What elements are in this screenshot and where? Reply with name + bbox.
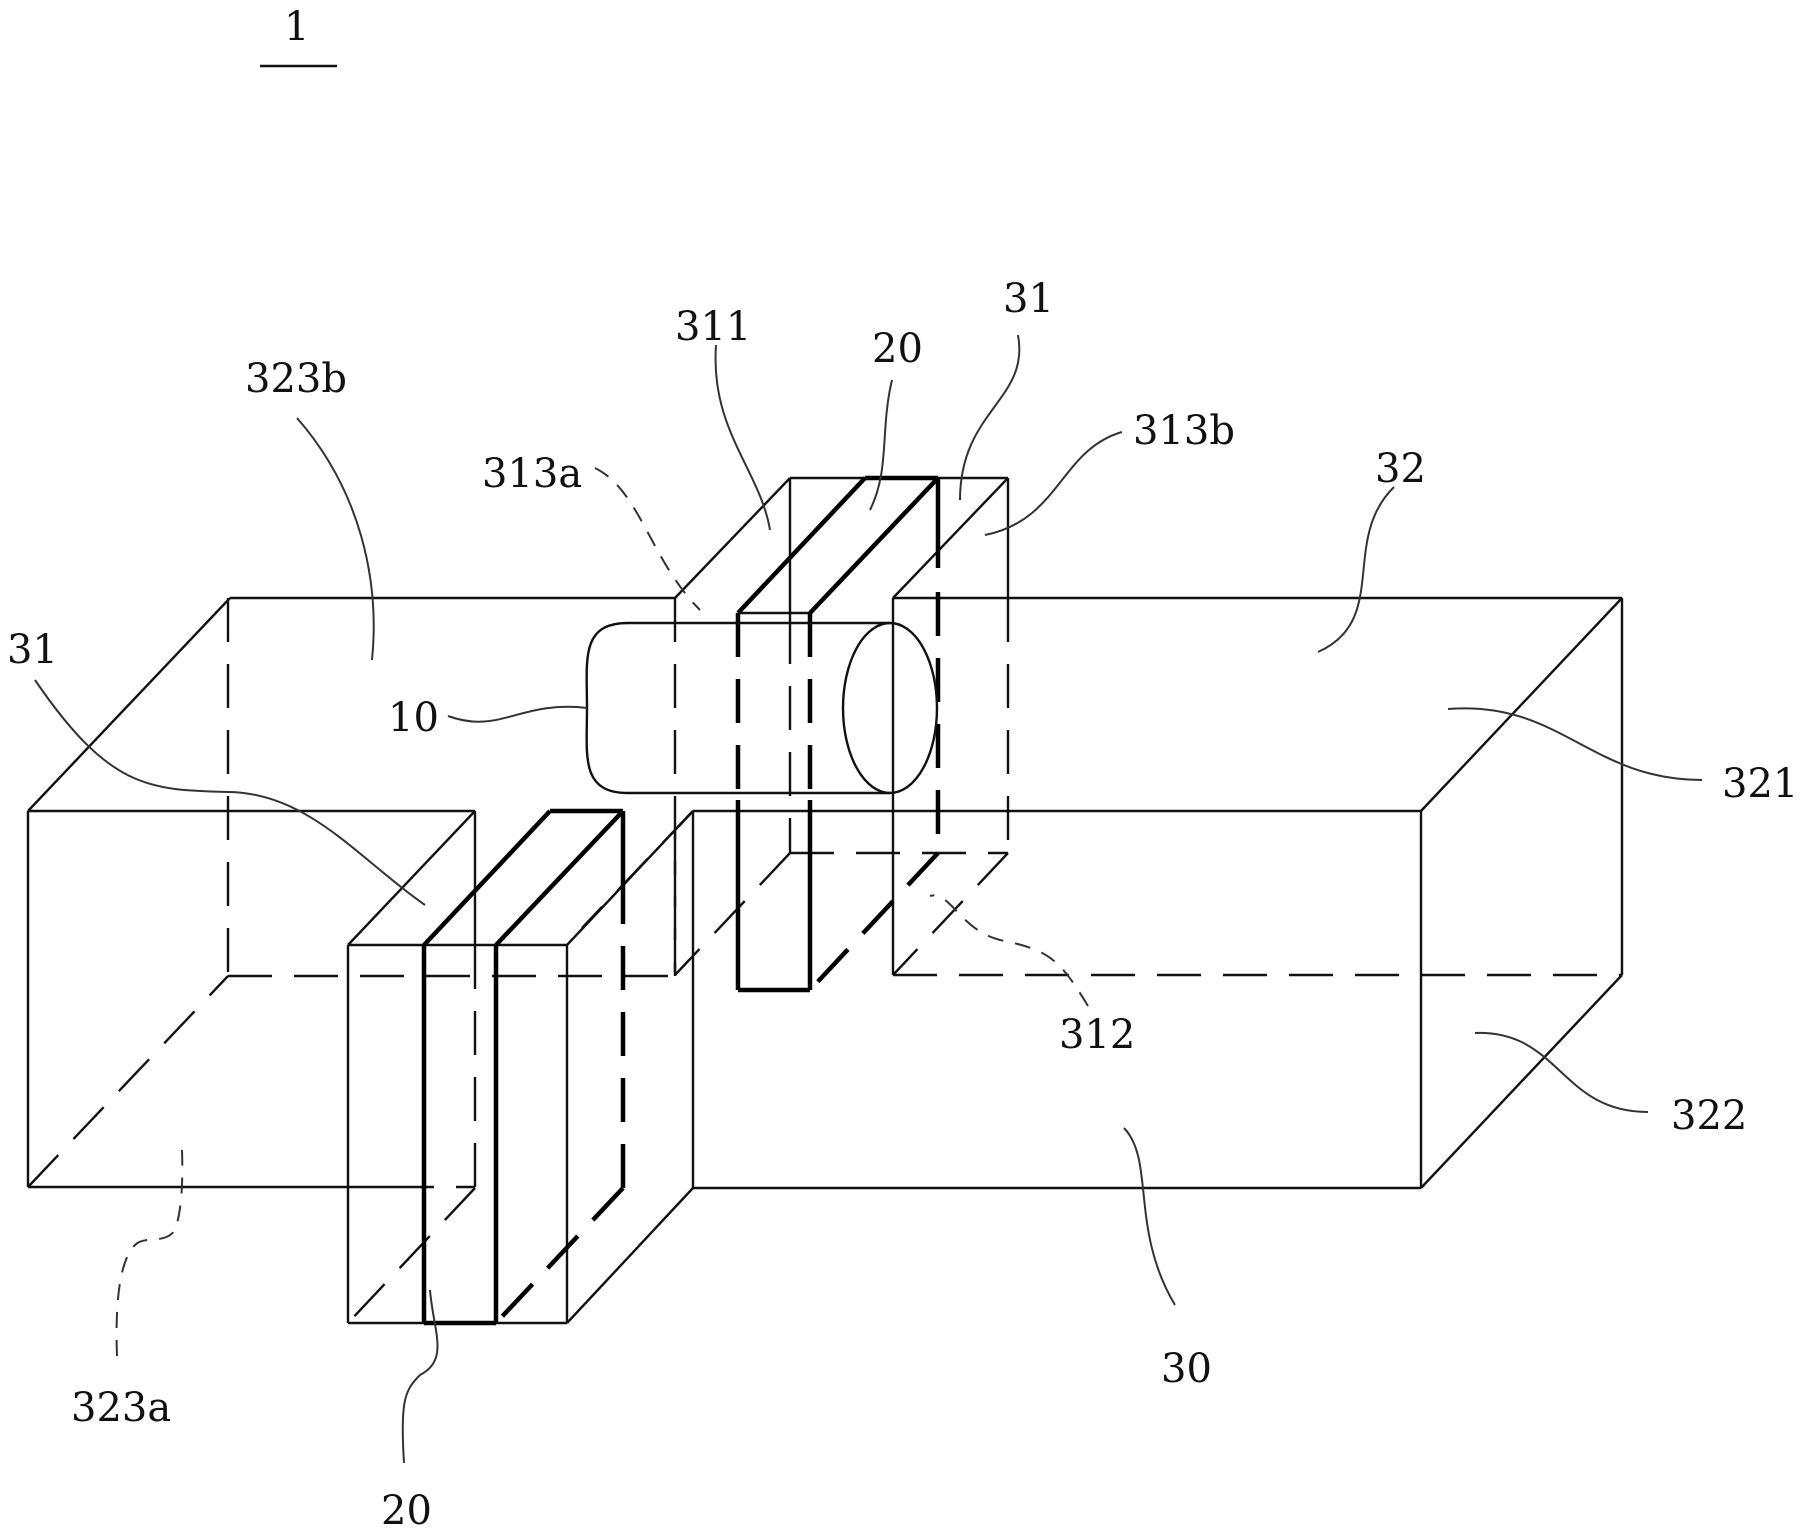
- label-31-top: 31: [1003, 276, 1054, 322]
- label-311: 311: [675, 304, 751, 350]
- cylinder-10: [585, 621, 939, 795]
- label-313b: 313b: [1133, 408, 1235, 454]
- label-10: 10: [388, 695, 439, 741]
- main-body-front: [26, 597, 1623, 1190]
- upper-plate-20: [735, 475, 941, 993]
- upper-frame-31: [674, 476, 1010, 976]
- lower-frame-31: [346, 810, 694, 1325]
- label-323b: 323b: [245, 356, 347, 402]
- main-body-back: [226, 596, 1624, 978]
- label-30: 30: [1161, 1346, 1212, 1392]
- label-313a: 313a: [482, 451, 582, 497]
- leader-lines: [34, 334, 1703, 1464]
- label-312: 312: [1059, 1012, 1135, 1058]
- label-323a: 323a: [71, 1385, 171, 1431]
- label-20-bottom: 20: [381, 1488, 432, 1534]
- label-321: 321: [1722, 761, 1798, 807]
- label-322: 322: [1671, 1093, 1747, 1139]
- lower-plate-20: [421, 808, 626, 1326]
- label-32: 32: [1375, 446, 1426, 492]
- label-20-top: 20: [872, 326, 923, 372]
- figure-number: 1: [284, 4, 309, 50]
- label-31-left: 31: [7, 627, 58, 673]
